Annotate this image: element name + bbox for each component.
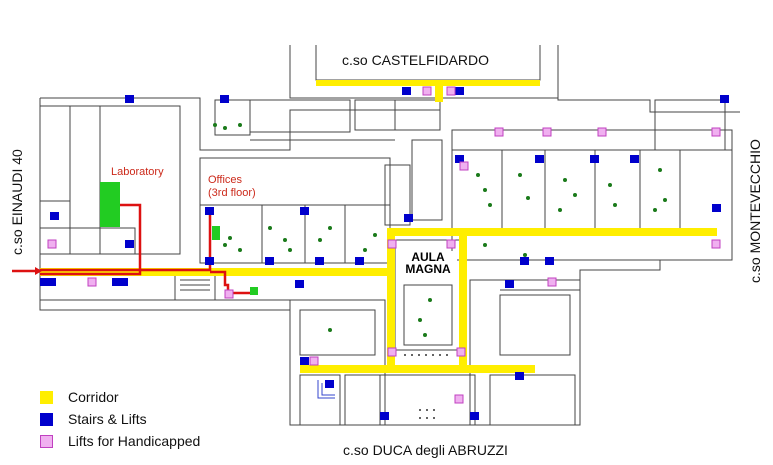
map-legend: Corridor Stairs & Lifts Lifts for Handic…	[40, 386, 200, 452]
corridor-aula-west	[387, 228, 395, 373]
corridor-aula-east	[459, 228, 467, 373]
street-west-label: c.so EINAUDI 40	[9, 149, 25, 255]
legend-label: Stairs & Lifts	[68, 411, 147, 427]
stairs-lifts	[40, 87, 729, 420]
stairs-lifts-swatch	[40, 412, 53, 426]
offices-label-line1: Offices	[208, 174, 243, 186]
laboratory-marker	[100, 182, 120, 227]
corridor-south	[300, 365, 535, 373]
street-east-label: c.so MONTEVECCHIO	[747, 139, 763, 283]
legend-row-corridor: Corridor	[40, 386, 200, 408]
aula-label-line2: MAGNA	[405, 262, 451, 276]
offices-label-line2: (3rd floor)	[208, 187, 256, 199]
corridor-north-entrance	[435, 80, 443, 102]
corridor-swatch	[40, 390, 53, 404]
building-outlines	[39, 45, 740, 426]
corridor-north	[316, 80, 540, 86]
handicapped-lift-swatch	[40, 434, 53, 448]
destinations	[100, 182, 258, 295]
aula-label-line1: AULA	[411, 250, 445, 264]
legend-label: Corridor	[68, 389, 119, 405]
offices-label: Offices (3rd floor)	[208, 174, 256, 200]
legend-label: Lifts for Handicapped	[68, 433, 201, 449]
street-north-label: c.so CASTELFIDARDO	[342, 52, 490, 68]
handicapped-lifts	[47, 86, 721, 404]
offices-marker	[212, 226, 220, 240]
route-path	[12, 203, 250, 295]
aula-magna-label: AULA MAGNA	[399, 251, 457, 275]
legend-row-stairs: Stairs & Lifts	[40, 408, 200, 430]
offices-arrival-marker	[250, 287, 258, 295]
street-south-label: c.so DUCA degli ABRUZZI	[343, 442, 508, 458]
laboratory-label: Laboratory	[111, 166, 164, 178]
south-stairs	[317, 380, 335, 399]
hall-dots	[404, 354, 448, 419]
legend-row-handicapped: Lifts for Handicapped	[40, 430, 200, 452]
trees	[213, 123, 667, 337]
corridors	[40, 80, 717, 373]
corridor-east-main	[387, 228, 717, 236]
